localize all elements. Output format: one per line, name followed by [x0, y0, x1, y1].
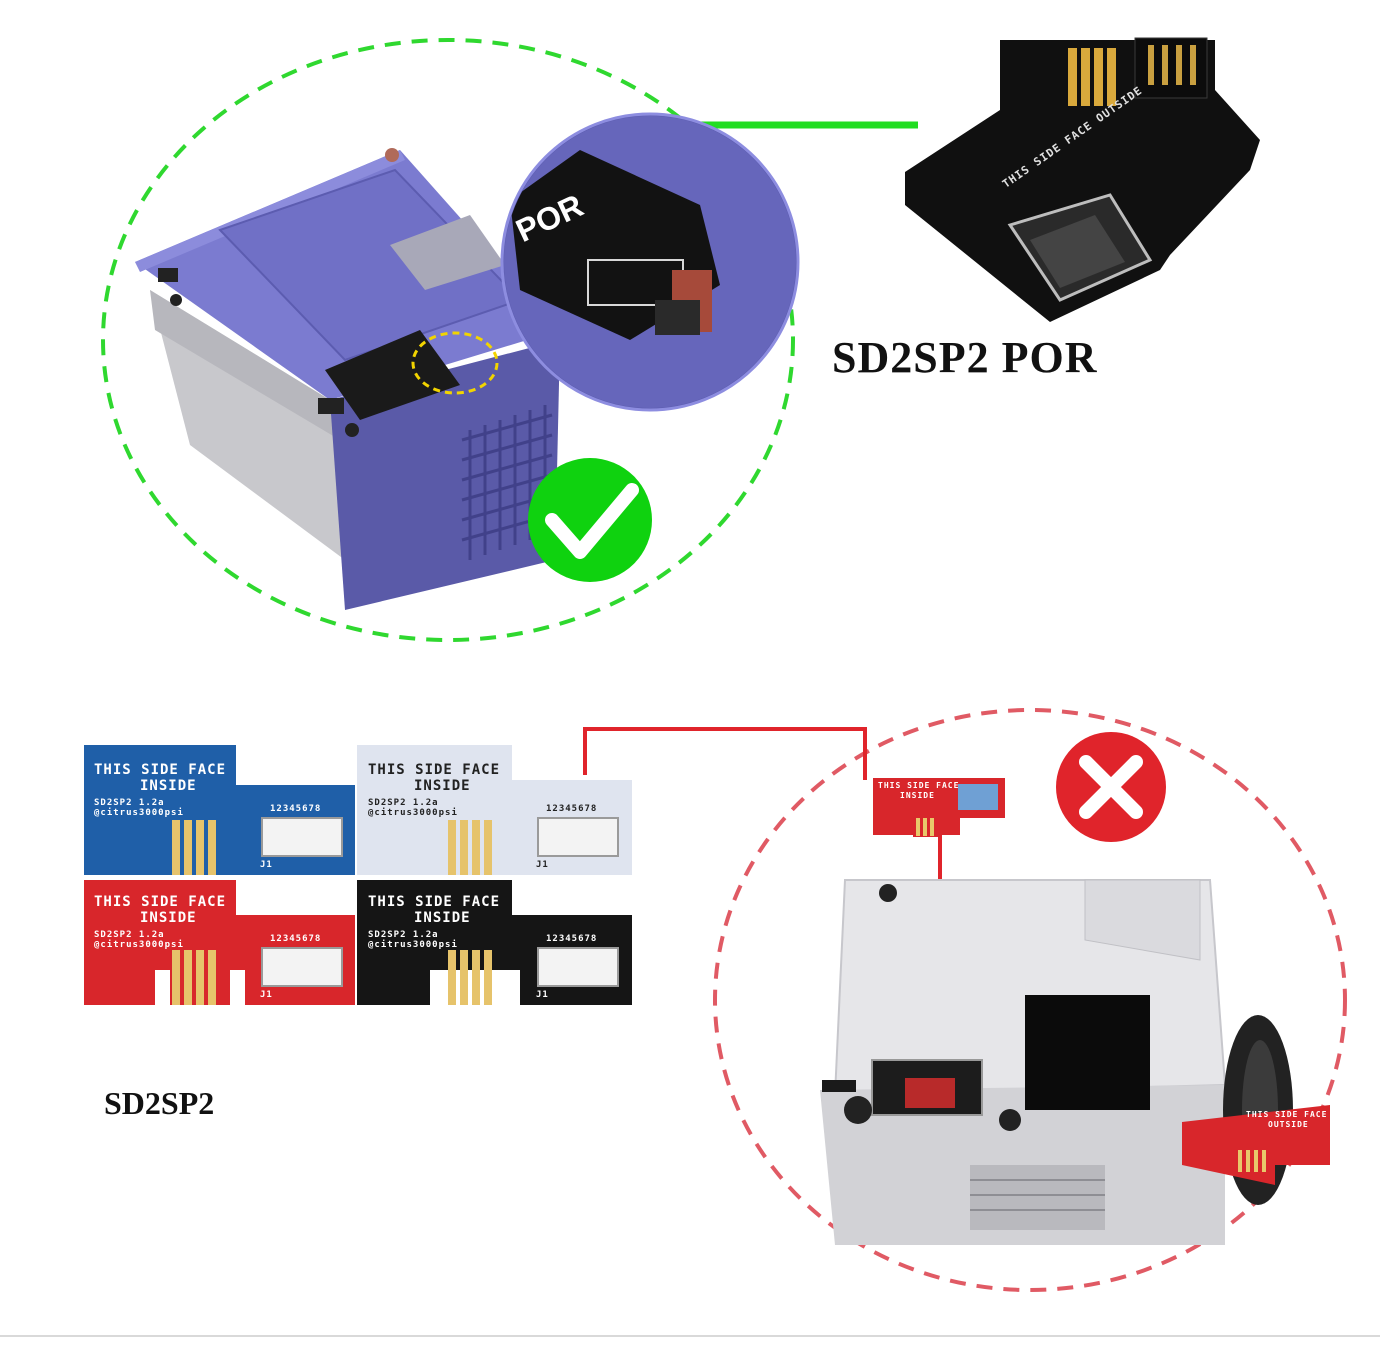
- white-board-text: THIS SIDE FACE INSIDE SD2SP2 1.2a @citru…: [368, 762, 500, 818]
- black-board-j1: J1: [536, 990, 549, 1000]
- black-board-text: THIS SIDE FACE INSIDE SD2SP2 1.2a @citru…: [368, 894, 500, 950]
- blue-board-j1: J1: [260, 860, 273, 870]
- black-board-version: SD2SP2 1.2a: [368, 930, 439, 940]
- mini-red-board-line2: INSIDE: [900, 791, 935, 800]
- white-board-version: SD2SP2 1.2a: [368, 798, 439, 808]
- red-board-author: @citrus3000psi: [94, 940, 184, 950]
- blue-board-pins: 12345678: [270, 804, 322, 814]
- bottom-divider: [0, 1335, 1380, 1337]
- red-connector-line: [583, 727, 867, 780]
- side-red-board-line2: OUTSIDE: [1268, 1120, 1309, 1129]
- blue-board-author: @citrus3000psi: [94, 808, 184, 818]
- sd2sp2-por-board: [905, 37, 1260, 322]
- blue-board-line1: THIS SIDE FACE: [94, 762, 227, 778]
- mini-red-sd2sp2-board: [873, 778, 1005, 837]
- black-board-pins: 12345678: [546, 934, 598, 944]
- side-red-board-text: THIS SIDE FACE OUTSIDE: [1246, 1110, 1327, 1130]
- cross-circle-icon: [1056, 732, 1166, 842]
- slot-highlight-circle: [411, 331, 499, 395]
- side-red-sd2sp2-board: [1182, 1105, 1330, 1185]
- blue-board-line2: INSIDE: [140, 778, 197, 794]
- black-board-author: @citrus3000psi: [368, 940, 458, 950]
- blue-board-text: THIS SIDE FACE INSIDE SD2SP2 1.2a @citru…: [94, 762, 226, 818]
- red-board-line2: INSIDE: [140, 910, 197, 926]
- white-board-line1: THIS SIDE FACE: [368, 762, 501, 778]
- mini-red-board-text: THIS SIDE FACE INSIDE: [878, 781, 959, 801]
- sd2sp2-title: SD2SP2: [104, 1085, 215, 1121]
- black-board-line1: THIS SIDE FACE: [368, 894, 501, 910]
- white-board-j1: J1: [536, 860, 549, 870]
- red-board-pins: 12345678: [270, 934, 322, 944]
- white-board-line2: INSIDE: [414, 778, 471, 794]
- red-dashed-circle: [713, 708, 1347, 1292]
- sd2sp2-por-title: SD2SP2 POR: [832, 333, 1098, 382]
- red-board-version: SD2SP2 1.2a: [94, 930, 165, 940]
- blue-board-version: SD2SP2 1.2a: [94, 798, 165, 808]
- mini-red-board-line1: THIS SIDE FACE: [878, 781, 960, 790]
- green-dashed-circle: [101, 38, 795, 642]
- white-board-author: @citrus3000psi: [368, 808, 458, 818]
- red-board-j1: J1: [260, 990, 273, 1000]
- gamecube-silver-console: [820, 879, 1293, 1245]
- board-contacts: [172, 820, 492, 1005]
- black-board-line2: INSIDE: [414, 910, 471, 926]
- red-board-line1: THIS SIDE FACE: [94, 894, 227, 910]
- side-red-board-line1: THIS SIDE FACE: [1246, 1110, 1328, 1119]
- check-circle-icon: [528, 458, 652, 582]
- gamecube-purple-console: [135, 148, 560, 610]
- zoom-inset: [500, 112, 800, 412]
- white-board-pins: 12345678: [546, 804, 598, 814]
- red-board-text: THIS SIDE FACE INSIDE SD2SP2 1.2a @citru…: [94, 894, 226, 950]
- board-fpc-connectors: [261, 817, 619, 987]
